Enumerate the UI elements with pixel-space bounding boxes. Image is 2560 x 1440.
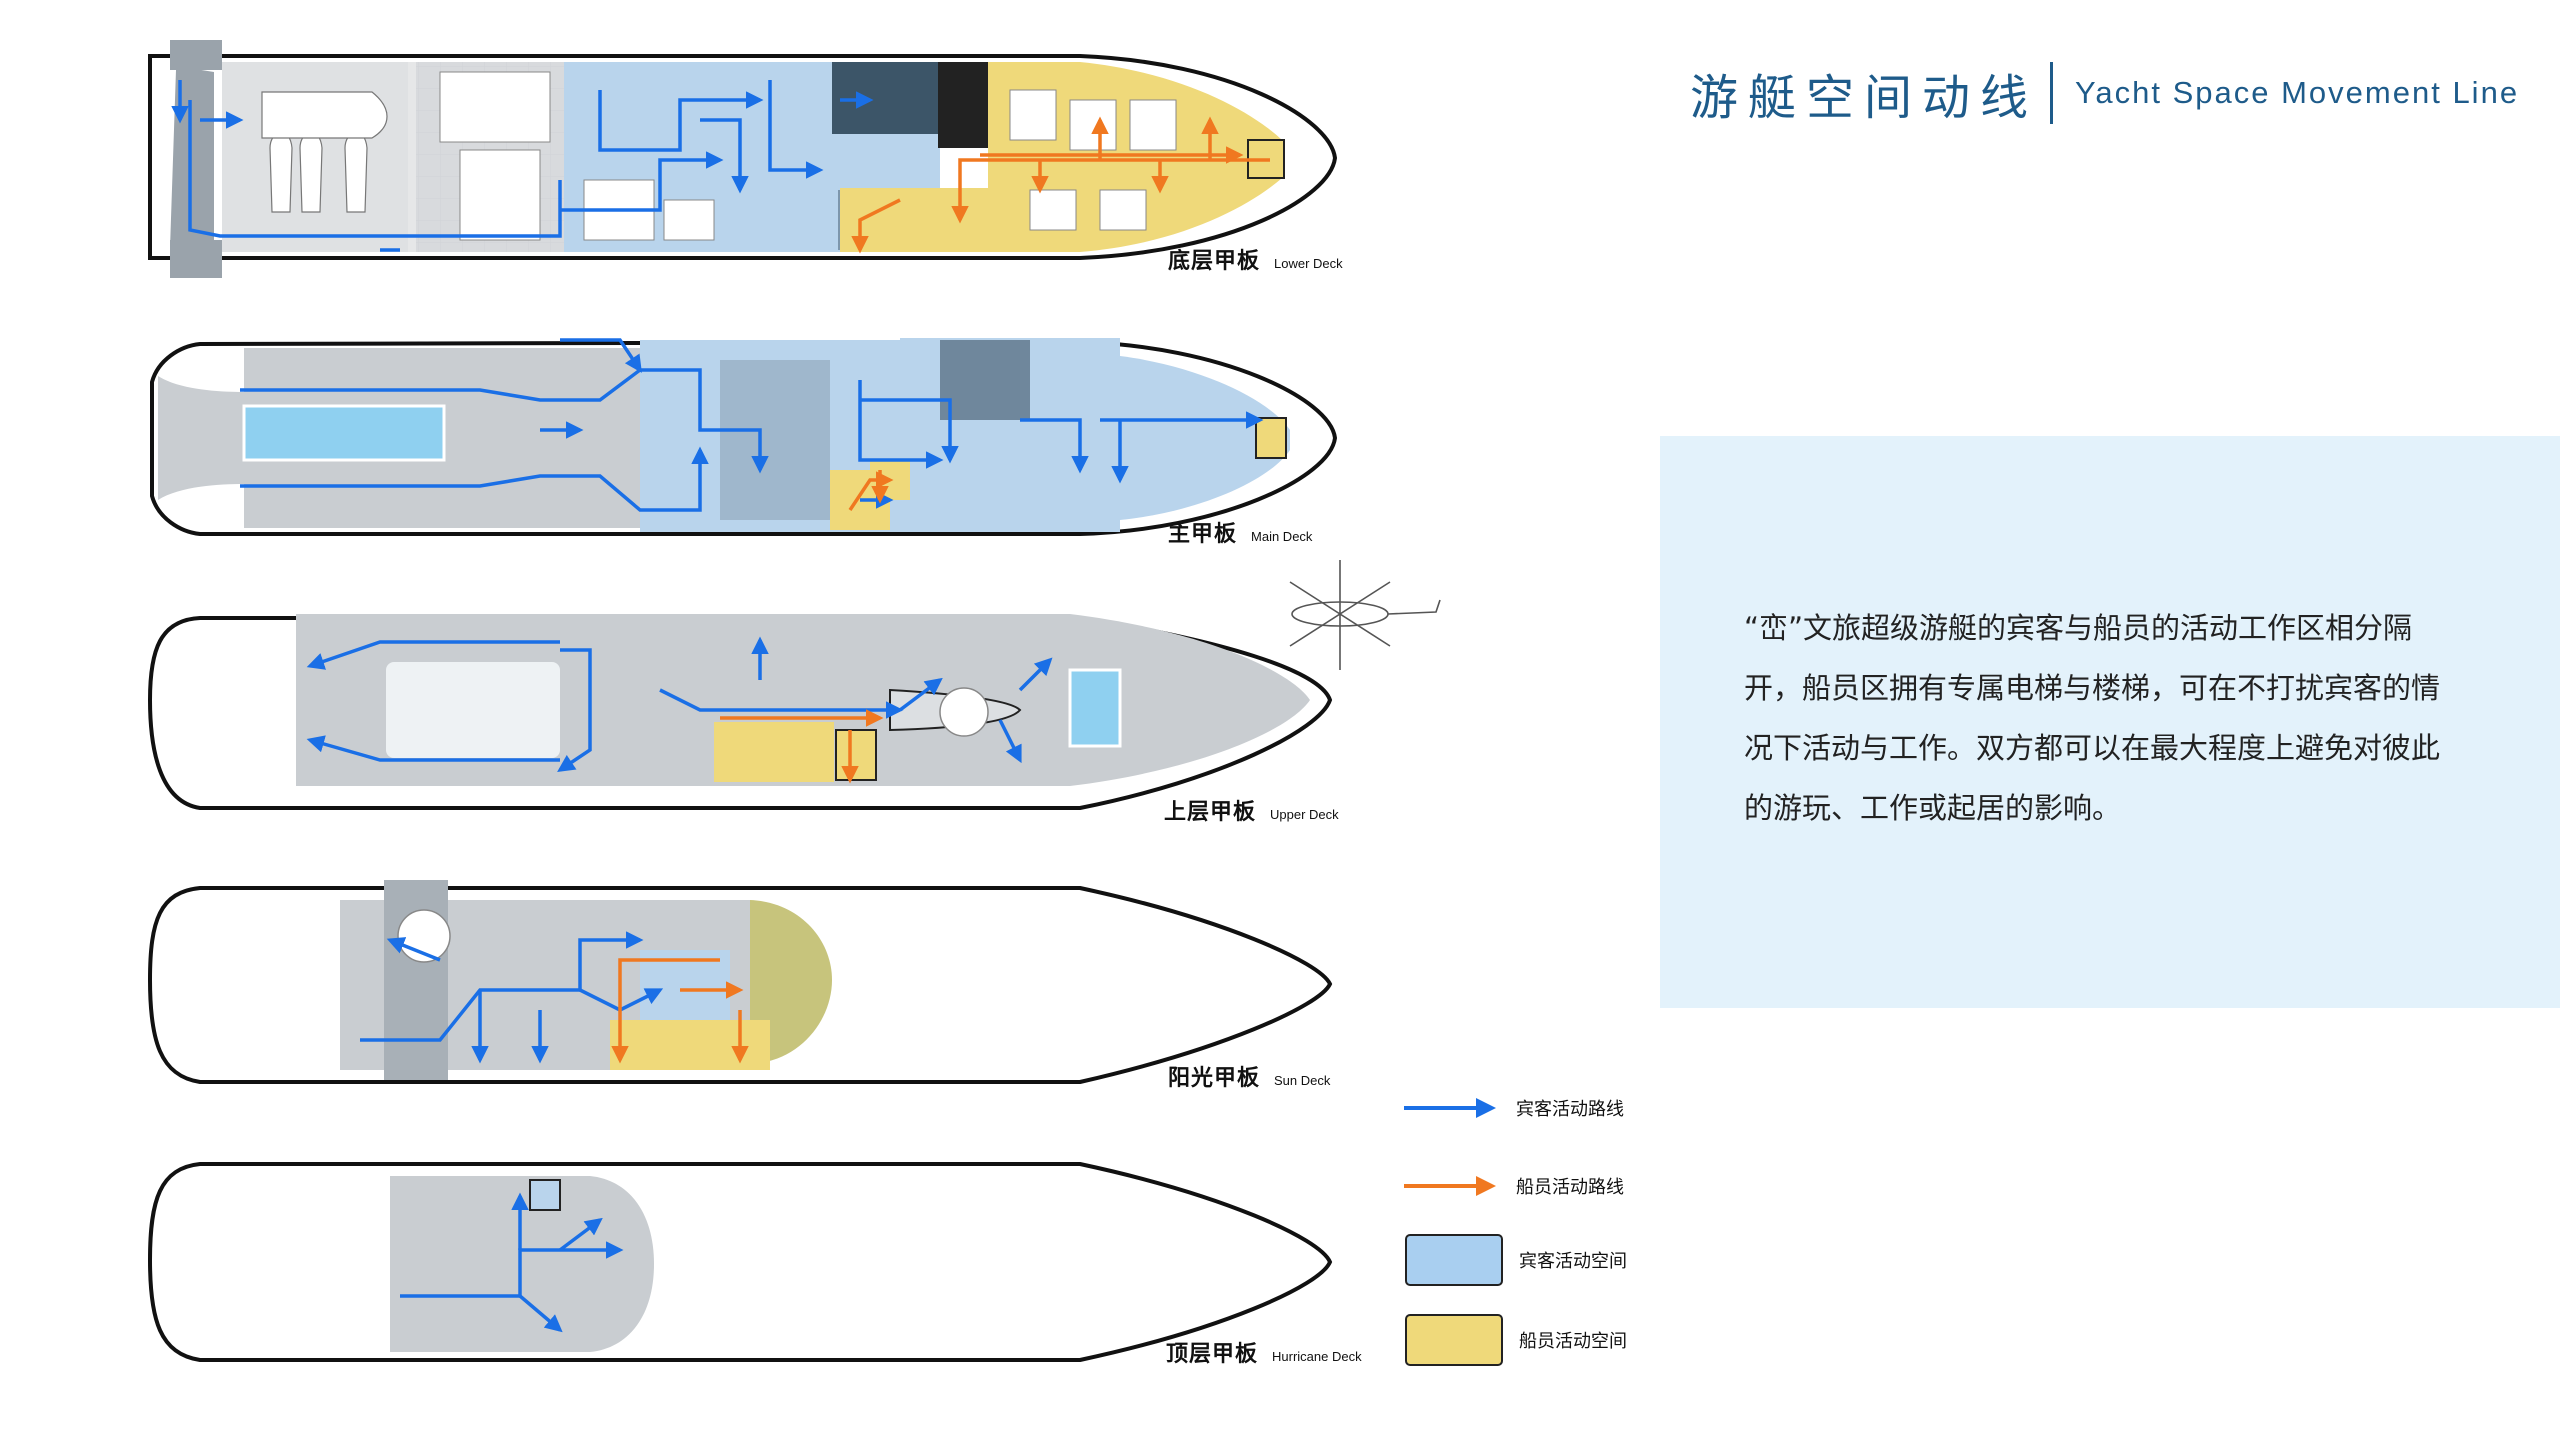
legend-graphics [1404, 1098, 1496, 1196]
deck-label-en: Sun Deck [1274, 1073, 1331, 1088]
title-chinese: 游艇空间动线 [1690, 70, 2039, 126]
page-title: 游艇空间动线 Yacht Space Movement Line [1690, 58, 2519, 128]
deck-label-en: Hurricane Deck [1272, 1349, 1362, 1364]
deck-label-main: 主甲板 Main Deck [1168, 516, 1312, 548]
deck-label-cn: 上层甲板 [1164, 800, 1257, 825]
description-panel: “峦”文旅超级游艇的宾客与船员的活动工作区相分隔开，船员区拥有专属电梯与楼梯，可… [1660, 436, 2560, 1008]
legend-label: 船员活动路线 [1516, 1177, 1624, 1198]
deck-label-cn: 主甲板 [1168, 522, 1238, 547]
legend-crew-space: 船员活动空间 [1405, 1314, 1627, 1366]
sun-deck-plan [147, 880, 1333, 1084]
deck-label-sun: 阳光甲板 Sun Deck [1168, 1060, 1330, 1092]
hurricane-deck-plan [147, 1162, 1333, 1362]
deck-label-cn: 顶层甲板 [1166, 1342, 1259, 1367]
deck-label-cn: 阳光甲板 [1168, 1066, 1261, 1091]
legend-guest-space: 宾客活动空间 [1405, 1234, 1627, 1286]
title-separator [2050, 62, 2054, 124]
lower-deck-plan [148, 40, 1338, 278]
deck-label-lower: 底层甲板 Lower Deck [1168, 243, 1343, 275]
crew-space-swatch [1405, 1314, 1503, 1366]
upper-deck-plan [147, 614, 1333, 810]
title-english: Yacht Space Movement Line [2075, 75, 2520, 110]
deck-label-en: Main Deck [1251, 529, 1313, 544]
legend-label: 宾客活动路线 [1516, 1099, 1624, 1120]
deck-label-cn: 底层甲板 [1168, 249, 1261, 274]
deck-label-en: Upper Deck [1270, 807, 1339, 822]
deck-label-en: Lower Deck [1274, 256, 1343, 271]
guest-space-swatch [1405, 1234, 1503, 1286]
hurricane-deck-hull [147, 1162, 1333, 1362]
description-text: “峦”文旅超级游艇的宾客与船员的活动工作区相分隔开，船员区拥有专属电梯与楼梯，可… [1744, 611, 2441, 825]
legend-guest-route: 宾客活动路线 [1500, 1095, 1624, 1121]
deck-label-upper: 上层甲板 Upper Deck [1164, 794, 1339, 826]
legend-label: 船员活动空间 [1519, 1331, 1627, 1352]
deck-label-hurricane: 顶层甲板 Hurricane Deck [1166, 1336, 1362, 1368]
legend-crew-route: 船员活动路线 [1500, 1173, 1624, 1199]
legend-label: 宾客活动空间 [1519, 1251, 1627, 1272]
main-deck-plan [150, 338, 1338, 536]
helicopter-icon [1289, 560, 1441, 670]
